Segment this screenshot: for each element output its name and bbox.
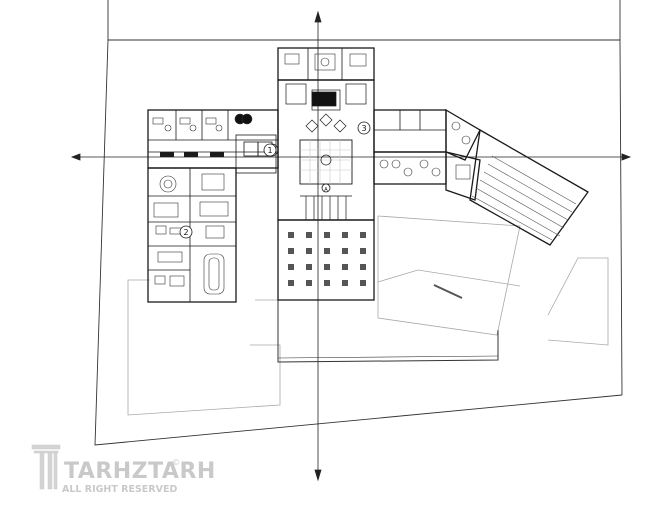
east-wing-furniture [379, 121, 471, 180]
site-boundary [94, 0, 623, 446]
central-hall-hatch [300, 140, 352, 184]
landscape-outlines [127, 215, 609, 416]
south-hall-tables [288, 232, 366, 286]
zone-badges [179, 121, 371, 239]
zone-label-west-offices: 1 [267, 146, 272, 155]
south-terrace [277, 300, 499, 363]
zone-label-core: 3 [361, 124, 366, 133]
zone-label-west-block: 2 [183, 228, 188, 237]
central-hall-features [300, 91, 352, 220]
watermark: TARHZTARH © ALL RIGHT RESERVED [31, 444, 216, 495]
central-north-furniture [284, 53, 367, 71]
watermark-tagline: ALL RIGHT RESERVED [62, 484, 177, 495]
watermark-brand: TARHZTARH [64, 459, 216, 484]
west-block-furniture [153, 173, 229, 295]
south-dining-hall [277, 219, 375, 301]
west-office-wing [147, 109, 279, 169]
zone-label-entrance: A [324, 187, 328, 193]
west-office-furniture [152, 113, 253, 132]
watermark-copyright-mark: © [172, 458, 180, 467]
east-wing [373, 108, 589, 246]
lecture-seating [471, 155, 577, 241]
watermark-logo-icon [31, 444, 61, 490]
